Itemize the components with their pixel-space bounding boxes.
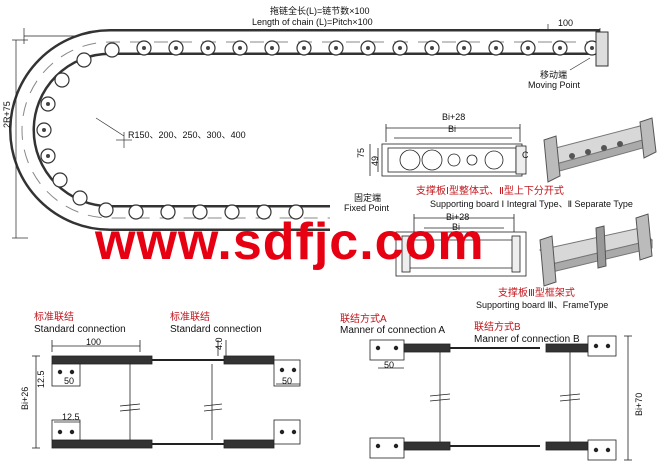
- dim-50-b: 50: [282, 376, 293, 386]
- dim-12-5-vertical: 12.5: [36, 370, 46, 388]
- connection-b: [545, 335, 632, 461]
- height-dimension-label: 2R+75: [2, 101, 12, 128]
- height-dimension: [12, 39, 28, 239]
- chain-pin-centers: [42, 46, 594, 158]
- dim-bi70: Bi+70: [634, 392, 644, 416]
- board3-cn: 支撑板Ⅲ型框架式: [498, 288, 575, 299]
- moving-end-bracket: [595, 31, 609, 67]
- length-formula-cn: 拖链全长(L)=链节数×100: [270, 6, 370, 16]
- fixed-point-cn: 固定端: [354, 193, 382, 203]
- section-bi: Bi: [448, 124, 457, 134]
- moving-point-en: Moving Point: [528, 80, 581, 90]
- conn-a-en: Manner of connection A: [340, 325, 446, 336]
- moving-point-cn: 移动端: [540, 70, 568, 80]
- board3-en: Supporting board Ⅲ、FrameType: [476, 300, 609, 310]
- std-connection-2: [168, 340, 301, 449]
- watermark: www.sdfjc.com: [95, 213, 485, 271]
- length-formula-en: Length of chain (L)=Pitch×100: [252, 17, 373, 27]
- std2-en: Standard connection: [170, 324, 262, 335]
- section-bi28: Bi+28: [442, 112, 466, 122]
- conn-b-cn: 联结方式B: [474, 322, 521, 333]
- section-75: 75: [356, 147, 366, 158]
- connection-a: [369, 339, 540, 459]
- radius-pointer: [95, 117, 132, 148]
- std-connection-1: [32, 340, 200, 449]
- cross-section: [369, 124, 527, 177]
- dim-50-c: 50: [384, 360, 395, 370]
- conn-b-en: Manner of connection B: [474, 334, 580, 345]
- dim-bi26: Bi+26: [20, 386, 30, 410]
- std2-cn: 标准联结: [170, 312, 210, 323]
- dim-12-5: 12.5: [62, 412, 80, 422]
- pitch-dimension: 100: [558, 18, 574, 28]
- conn-a-cn: 联结方式A: [340, 314, 387, 325]
- board3-bi28: Bi+28: [446, 212, 470, 222]
- support-board-photo-2: [539, 213, 653, 287]
- std1-en: Standard connection: [34, 324, 126, 335]
- dim-4-0: 4.0: [214, 337, 224, 350]
- dim-100: 100: [86, 337, 102, 347]
- std1-cn: 标准联结: [34, 312, 74, 323]
- board1-cn: 支撑板Ⅰ型整体式、Ⅱ型上下分开式: [416, 186, 564, 197]
- radius-label: R150、200、250、300、400: [128, 130, 246, 140]
- dim-50: 50: [64, 376, 75, 386]
- support-board-photo-1: [543, 117, 657, 183]
- frame-type-section: [395, 214, 527, 277]
- fixed-point-en: Fixed Point: [344, 203, 390, 213]
- drag-chain: [9, 29, 600, 231]
- board1-en: Supporting board Ⅰ Integral Type、Ⅱ Separ…: [430, 199, 633, 209]
- board3-bi: Bi: [452, 222, 461, 232]
- section-49: 49: [370, 155, 380, 166]
- section-c: C: [522, 150, 529, 160]
